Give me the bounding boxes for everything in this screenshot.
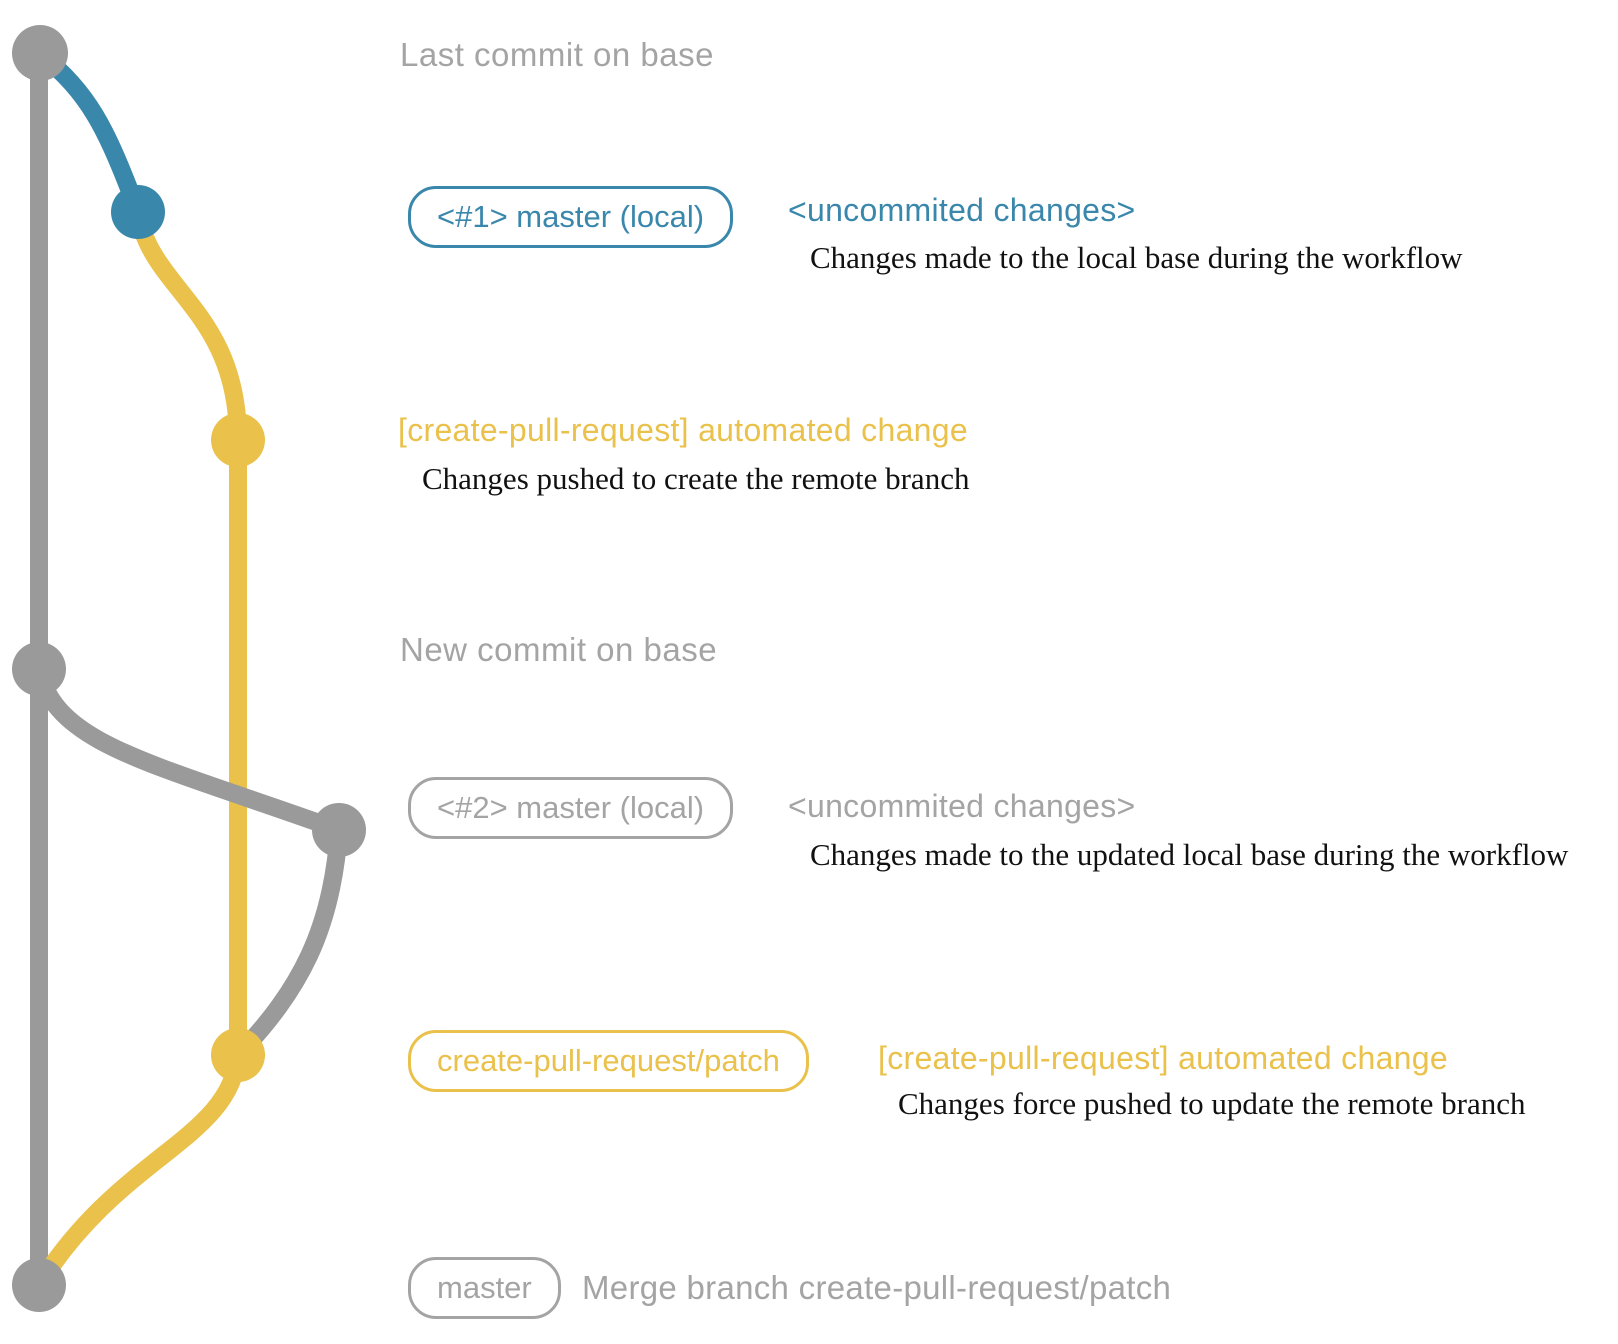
label-automated-change-2: [create-pull-request] automated change [878,1040,1448,1076]
commit-dot-local-2 [312,803,366,857]
patch-branch-curve-top [129,203,247,449]
commit-dot-patch-1 [211,413,265,467]
rebase-curve-top [30,660,348,839]
local-branch-curve [31,44,147,221]
commit-dot-local-1 [111,185,165,239]
desc-pushed-create-branch: Changes pushed to create the remote bran… [422,461,970,496]
badge-create-pull-request-patch: create-pull-request/patch [408,1030,809,1092]
label-uncommited-changes-2: <uncommited changes> [788,788,1136,824]
badge-master: master [408,1257,561,1319]
label-uncommited-changes-1: <uncommited changes> [788,192,1136,228]
label-automated-change-1: [create-pull-request] automated change [398,412,968,448]
badge-master-local-1: <#1> master (local) [408,186,734,248]
desc-force-pushed: Changes force pushed to update the remot… [898,1086,1526,1121]
desc-local-changes-2: Changes made to the updated local base d… [810,837,1569,872]
commit-dot-patch-2 [211,1028,265,1082]
commit-dot-merge [12,1258,66,1312]
badge-master-local-2: <#2> master (local) [408,777,734,839]
label-merge-branch: Merge branch create-pull-request/patch [582,1269,1172,1306]
rebase-curve-bottom [229,821,348,1064]
desc-local-changes-1: Changes made to the local base during th… [810,240,1463,275]
label-last-commit-on-base: Last commit on base [400,36,714,73]
patch-branch-merge-curve [30,1046,247,1294]
commit-dot-last-base [12,25,68,81]
commit-dot-new-base [12,642,66,696]
label-new-commit-on-base: New commit on base [400,631,718,668]
